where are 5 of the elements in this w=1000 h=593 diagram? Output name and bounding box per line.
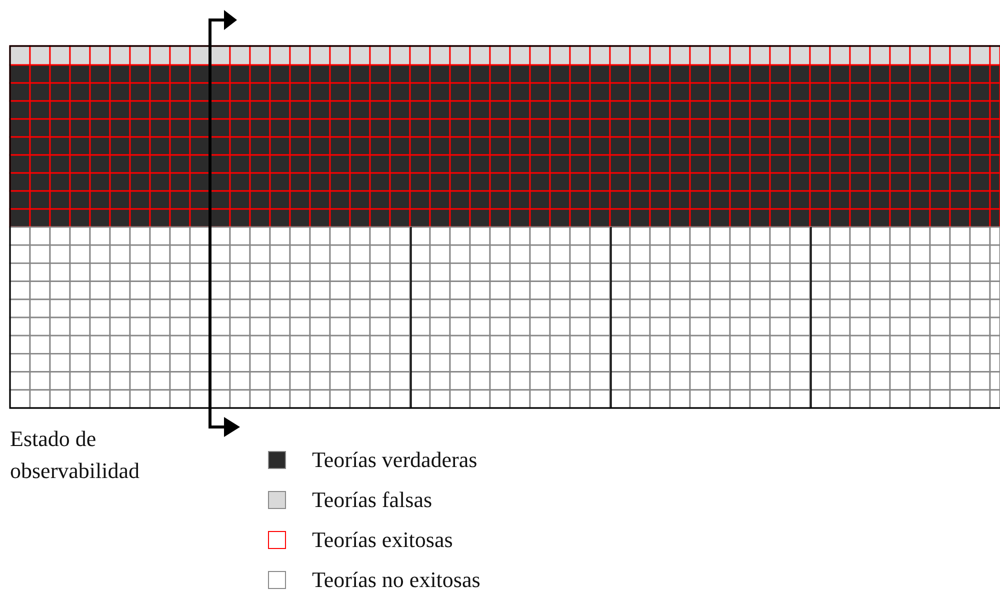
axis-label: Estado de observabilidad [10,425,141,485]
legend-text: Teorías exitosas [312,527,453,553]
legend-text: Teorías no exitosas [312,567,480,593]
legend-text: Teorías falsas [312,487,432,513]
legend-text: Teorías verdaderas [312,447,478,473]
